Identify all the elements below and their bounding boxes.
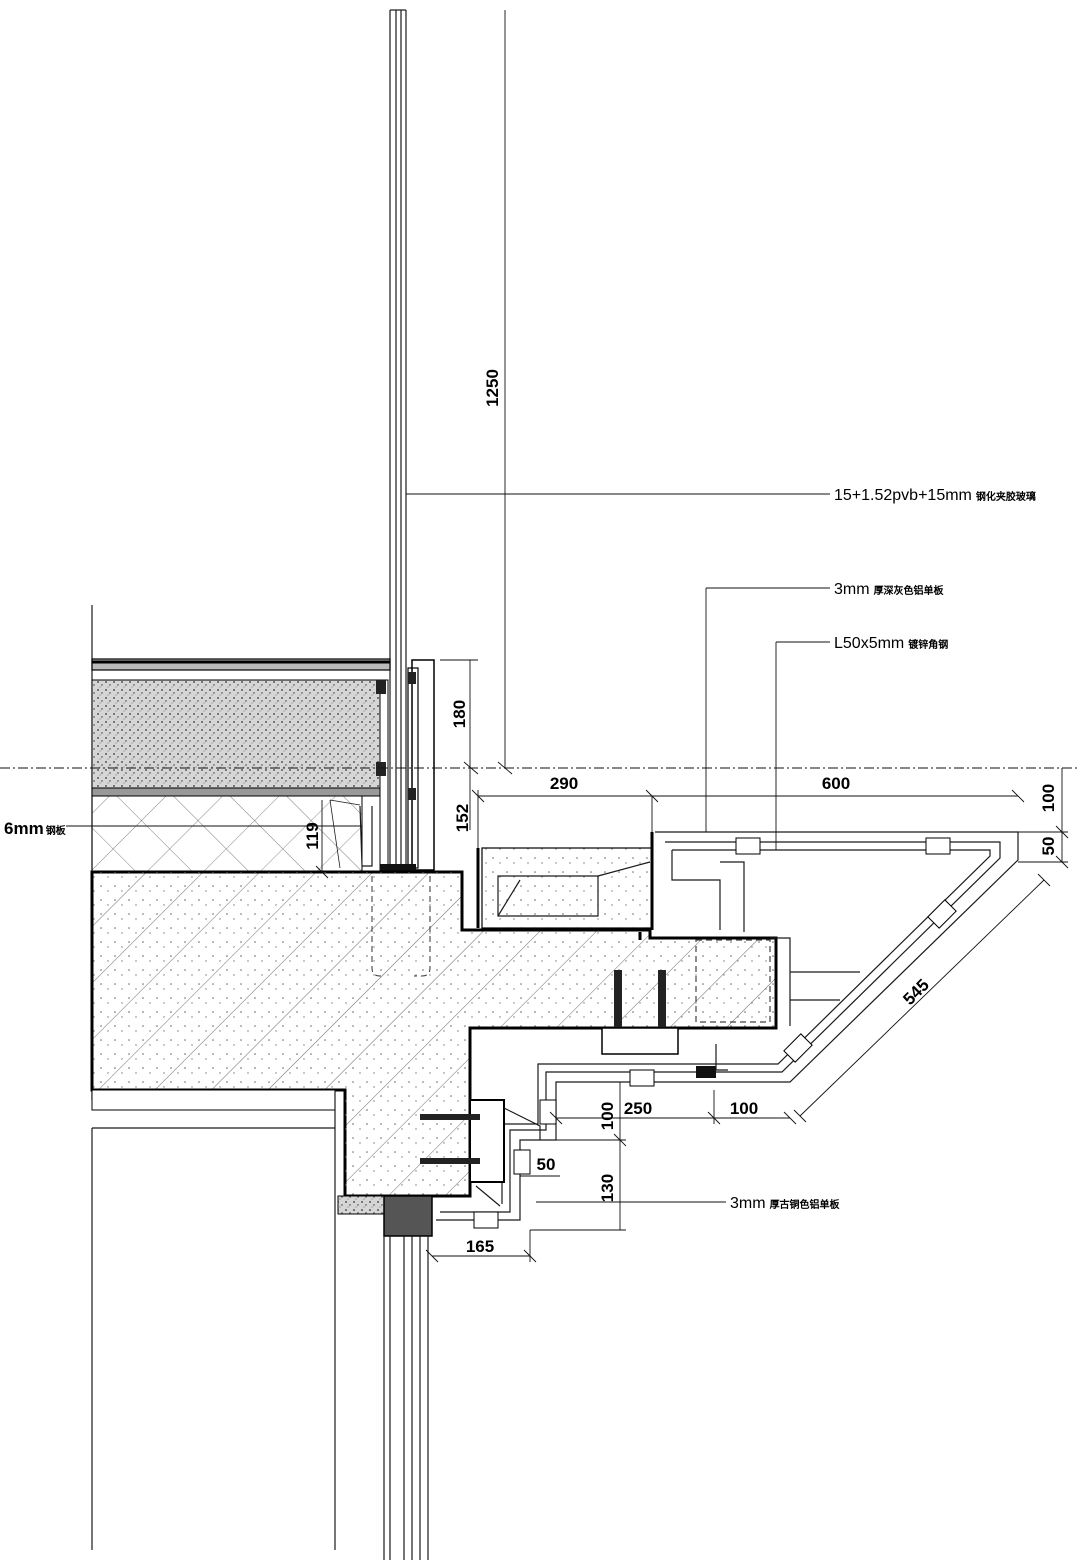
lower-wall [91, 1089, 433, 1560]
glass-balustrade [389, 9, 407, 868]
dim-165: 165 [466, 1237, 494, 1256]
dim-50-bottom: 50 [537, 1155, 556, 1174]
dim-100-top: 100 [1039, 784, 1058, 812]
concrete-slab [90, 847, 778, 1198]
dim-100-vertical: 100 [598, 1102, 617, 1130]
dim-545: 545 [899, 975, 932, 1008]
floor-buildup [91, 605, 435, 1100]
dim-100-bottom: 100 [730, 1099, 758, 1118]
annotation-leaders [66, 493, 830, 1203]
dim-600: 600 [822, 774, 850, 793]
dim-1250: 1250 [483, 369, 502, 407]
dim-180: 180 [450, 700, 469, 728]
dim-119: 119 [303, 822, 322, 849]
dim-290: 290 [550, 774, 578, 793]
canopy-cladding [420, 831, 1019, 1229]
dim-152: 152 [453, 804, 472, 832]
dimension-lines [0, 10, 1080, 1263]
dim-130: 130 [598, 1174, 617, 1202]
dim-50-top: 50 [1039, 837, 1058, 856]
dim-250: 250 [624, 1099, 652, 1118]
